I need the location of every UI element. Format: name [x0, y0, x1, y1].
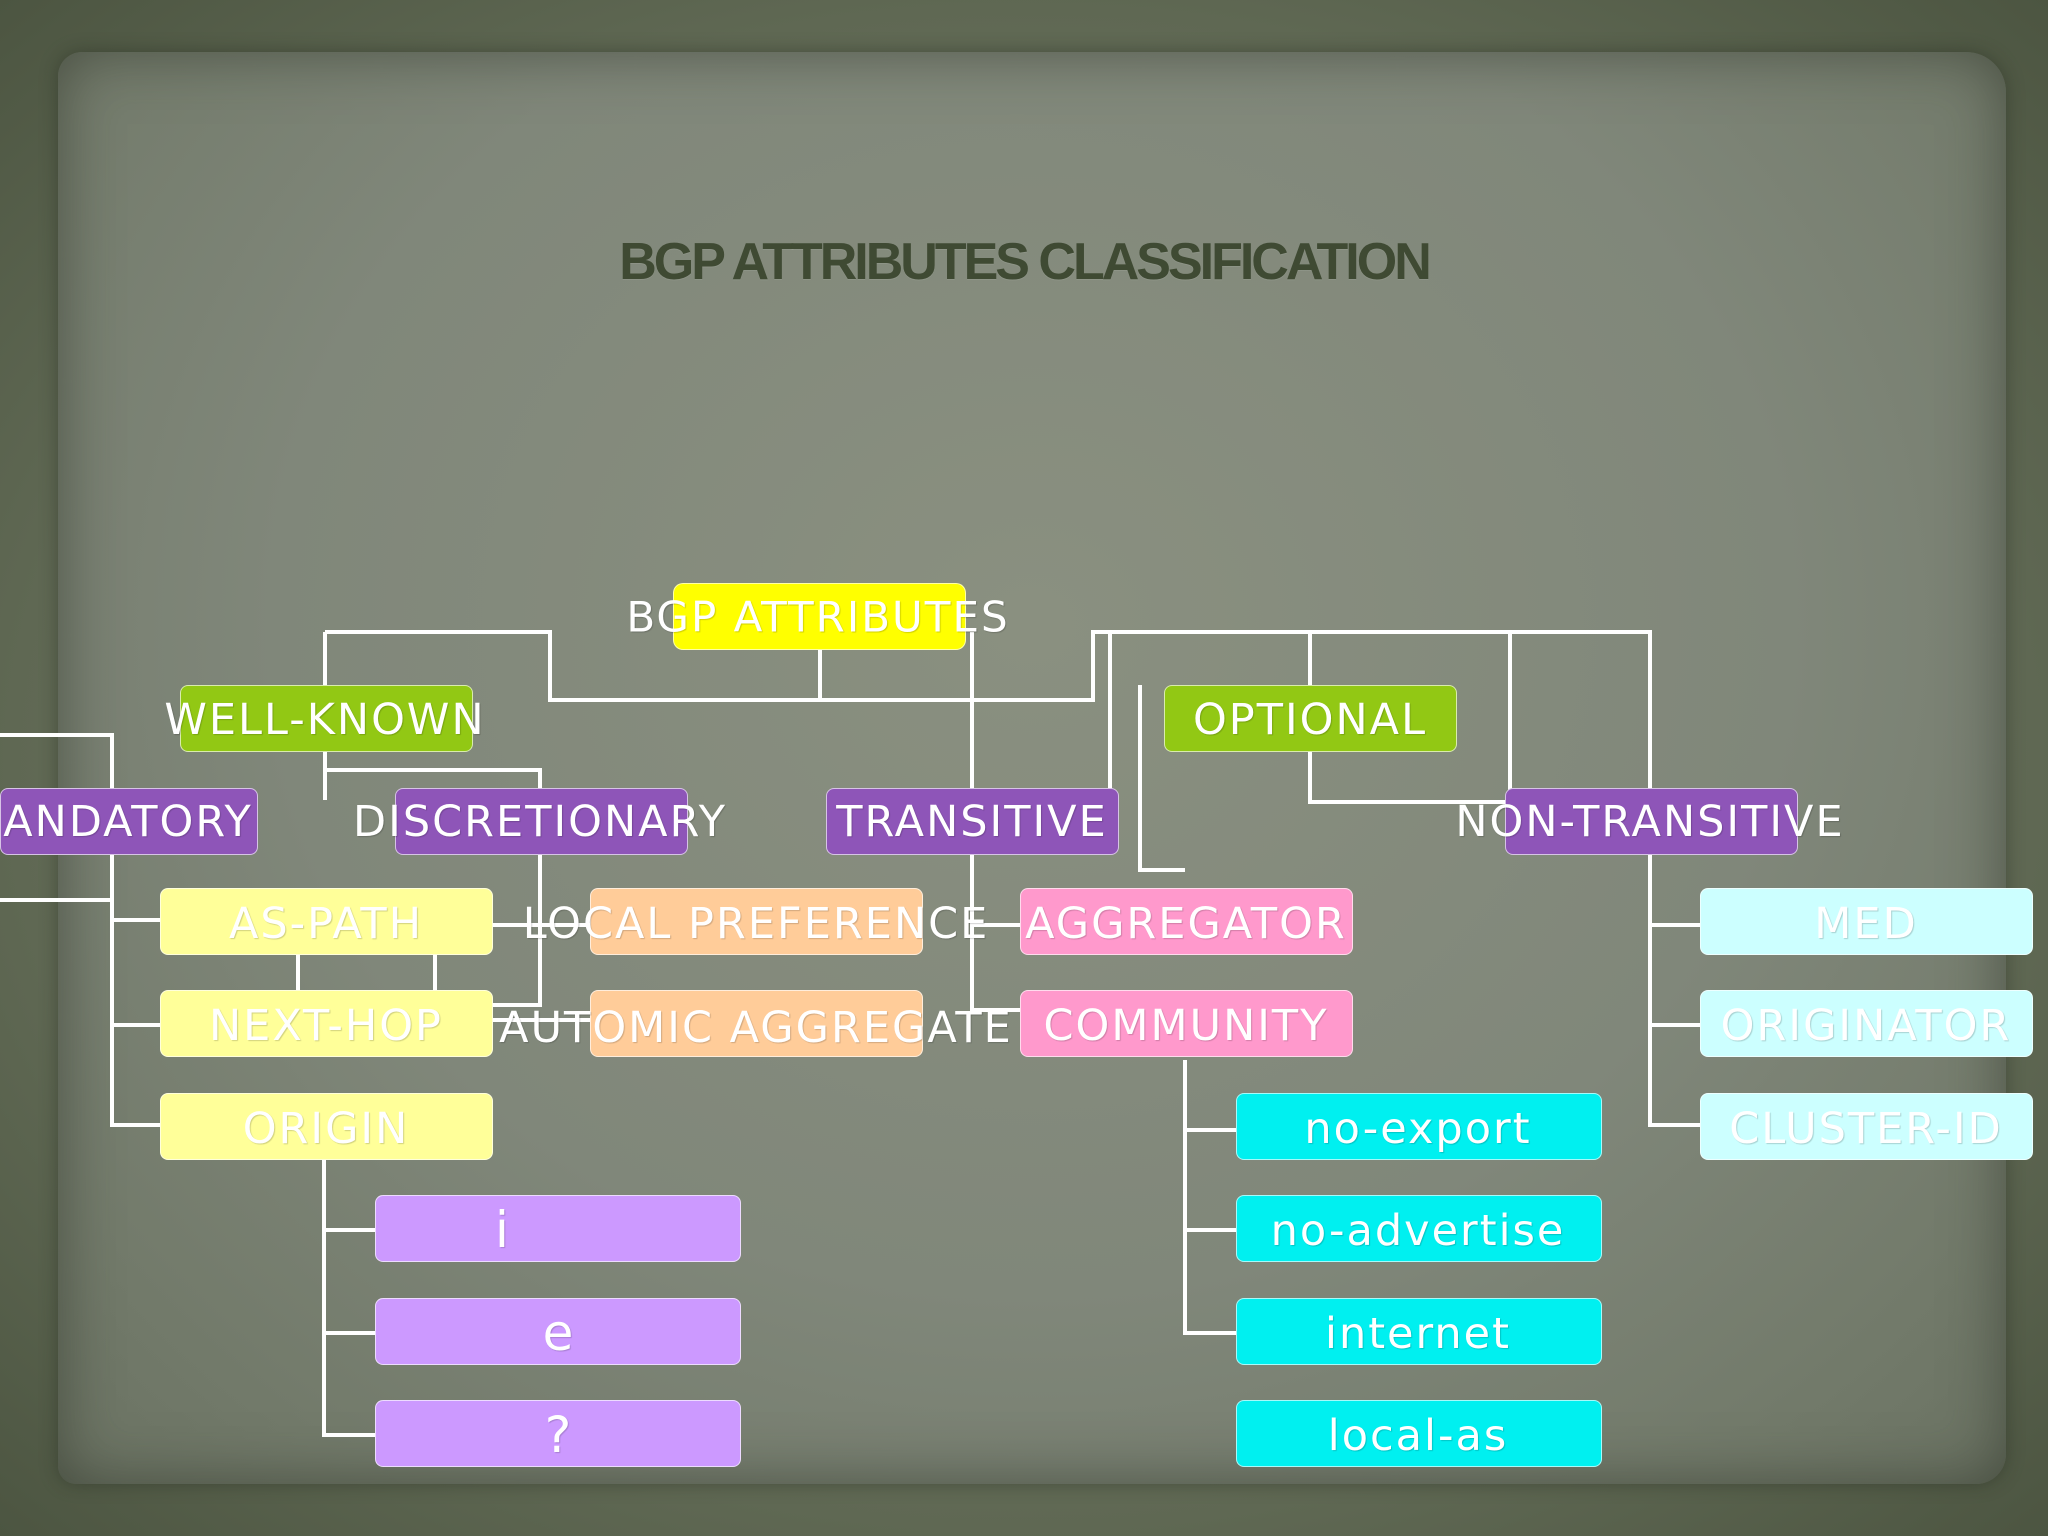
aggregator-box	[1020, 888, 1353, 955]
internet-box	[1236, 1298, 1602, 1365]
community-label: COMMUNITY	[1043, 1001, 1329, 1051]
root-box	[673, 583, 966, 650]
internet-label: internet	[1324, 1309, 1512, 1359]
non-transitive-label: NON-TRANSITIVE	[1455, 797, 1845, 847]
origin-code-e-label: e	[542, 1304, 574, 1362]
cluster-id-box	[1700, 1093, 2033, 1160]
connector-root-line-f	[1138, 685, 1185, 872]
next-hop-label: NEXT-HOP	[209, 1001, 443, 1051]
aggregator-label: AGGREGATOR	[1025, 899, 1347, 949]
med-box	[1700, 888, 2033, 955]
connector-origin-codes	[322, 1160, 375, 1437]
next-hop-box	[160, 990, 493, 1057]
optional-label: OPTIONAL	[1192, 695, 1428, 745]
connector-wellknown-discretionary	[325, 768, 542, 1007]
connector-community-values	[1183, 1060, 1236, 1335]
no-export-box	[1236, 1093, 1602, 1160]
automic-aggregate-box	[590, 990, 923, 1057]
origin-code-q-label: ?	[544, 1406, 572, 1464]
originator-box	[1700, 990, 2033, 1057]
connector-transitive-items	[970, 855, 1020, 1012]
originator-label: ORIGINATOR	[1720, 1001, 2012, 1051]
connector-root-wellknown	[325, 630, 1652, 800]
origin-code-i-label: i	[495, 1201, 509, 1259]
slide-title: BGP ATTRIBUTES CLASSIFICATION	[619, 233, 1432, 291]
connector-aspath-links	[296, 955, 437, 990]
connector-nontransitive-items	[1648, 855, 1700, 1127]
local-preference-box	[590, 888, 923, 955]
as-path-label: AS-PATH	[228, 899, 424, 949]
root-label: BGP ATTRIBUTES	[626, 592, 1010, 642]
discretionary-box	[395, 788, 688, 855]
origin-code-i-box	[375, 1195, 741, 1262]
cluster-id-label: CLUSTER-ID	[1729, 1104, 2003, 1154]
no-advertise-label: no-advertise	[1270, 1206, 1566, 1256]
origin-label: ORIGIN	[242, 1104, 410, 1154]
no-advertise-box	[1236, 1195, 1602, 1262]
local-as-label: local-as	[1327, 1411, 1509, 1461]
connector-mandatory-items	[110, 900, 160, 1127]
optional-box	[1164, 685, 1457, 752]
local-as-box	[1236, 1400, 1602, 1467]
automic-aggregate-label: AUTOMIC AGGREGATE	[499, 1003, 1013, 1053]
local-preference-label: LOCAL PREFERENCE	[522, 899, 990, 949]
well-known-label: WELL-KNOWN	[164, 695, 486, 745]
transitive-label: TRANSITIVE	[836, 797, 1108, 847]
non-transitive-box	[1505, 788, 1798, 855]
connector-optional-split	[1308, 750, 1505, 804]
well-known-box	[180, 685, 473, 752]
community-box	[1020, 990, 1353, 1057]
transitive-box	[826, 788, 1119, 855]
discretionary-label: DISCRETIONARY	[353, 797, 727, 847]
as-path-box	[160, 888, 493, 955]
mandatory-box	[0, 788, 258, 855]
origin-code-e-box	[375, 1298, 741, 1365]
origin-box	[160, 1093, 493, 1160]
mandatory-label: ANDATORY	[3, 797, 253, 847]
med-label: MED	[1814, 899, 1918, 949]
origin-code-q-box	[375, 1400, 741, 1467]
no-export-label: no-export	[1304, 1104, 1532, 1154]
connector-discretionary-items	[490, 923, 595, 1022]
